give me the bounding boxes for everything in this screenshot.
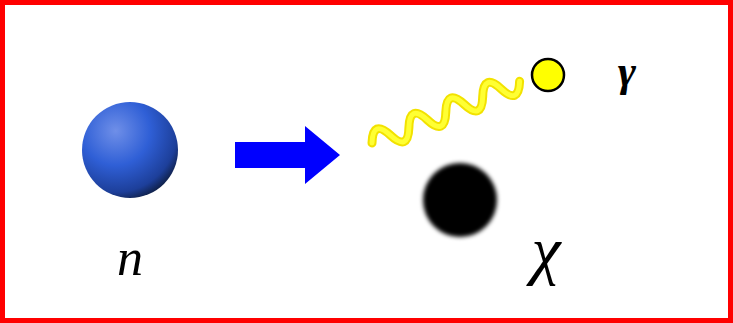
- decay-arrow: [235, 126, 340, 184]
- dark-matter-symbol: χ: [531, 217, 560, 283]
- neutron-symbol: n: [117, 232, 143, 284]
- photon-symbol: γ: [618, 50, 636, 94]
- photon-dot: [532, 59, 564, 91]
- dark-particle: [423, 163, 497, 237]
- red-frame: [3, 3, 731, 321]
- neutron-sphere: [82, 102, 178, 198]
- photon-wave: [368, 71, 524, 153]
